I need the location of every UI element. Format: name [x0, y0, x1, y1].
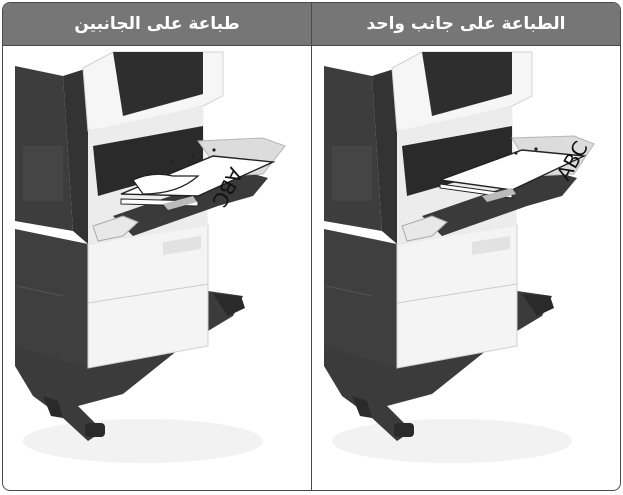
column-title-one-sided: الطباعة على جانب واحد [312, 3, 620, 45]
printer-illustration-two-sided: ABC [3, 46, 311, 490]
column-title-two-sided: طباعة على الجانبين [3, 3, 311, 45]
printer-illustration-one-sided: ABC [312, 46, 620, 490]
panel-one-sided: ABC [312, 46, 620, 490]
panel-two-sided: ABC [3, 46, 311, 490]
